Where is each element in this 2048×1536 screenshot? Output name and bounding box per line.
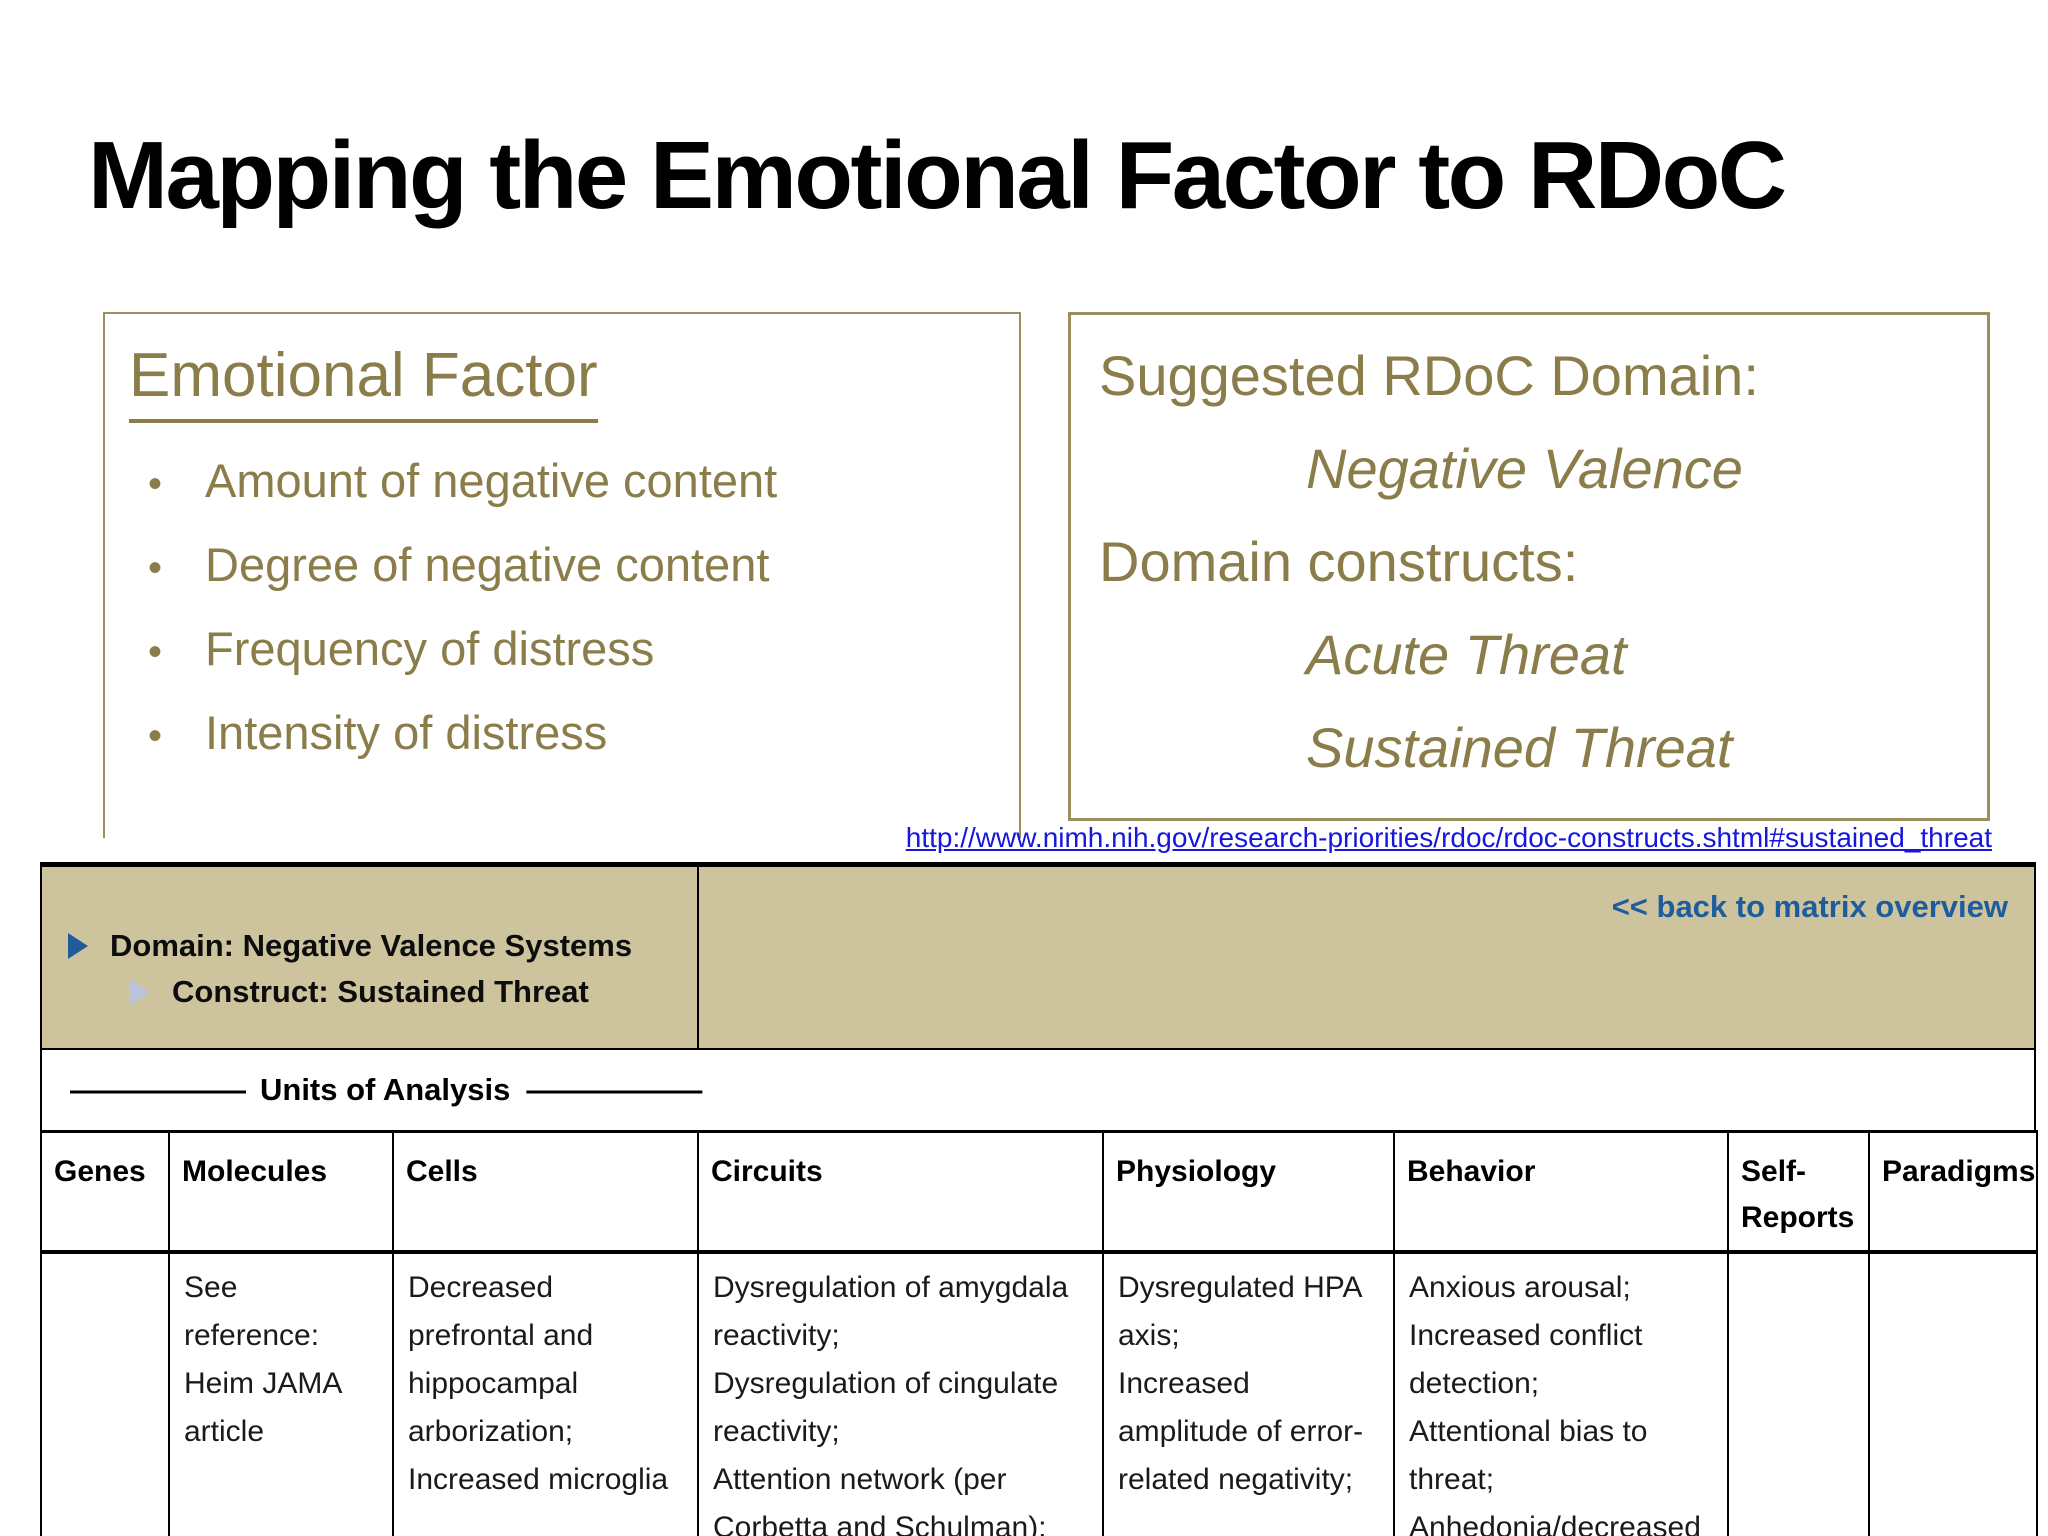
units-of-analysis-label: Units of Analysis	[260, 1072, 511, 1107]
rdoc-domain-line: Suggested RDoC Domain:	[1099, 344, 1759, 407]
list-item: • Intensity of distress	[105, 705, 1019, 789]
bullet-label: Amount of negative content	[205, 454, 778, 507]
construct-arrow-icon[interactable]	[130, 979, 150, 1005]
cell-line: Attention network (per	[713, 1462, 1007, 1496]
list-item: • Degree of negative content	[105, 537, 1019, 621]
bullet-icon: •	[147, 714, 162, 758]
cell-line: Anxious arousal;	[1409, 1270, 1631, 1304]
cell-line: Increased	[1118, 1366, 1250, 1400]
rdoc-construct-value: Sustained Threat	[1306, 716, 1733, 779]
rdoc-matrix-table: Domain: Negative Valence Systems Constru…	[40, 862, 2038, 1536]
matrix-band-right: << back to matrix overview	[699, 867, 2034, 1048]
back-to-matrix-link[interactable]: << back to matrix overview	[1611, 889, 2008, 924]
units-table: Genes Molecules Cells Circuits Physiolog…	[40, 1130, 2038, 1536]
rdoc-constructs-line: Domain constructs:	[1099, 530, 1579, 593]
rdoc-constructs-link[interactable]: http://www.nimh.nih.gov/research-priorit…	[905, 822, 1992, 853]
domain-label: Domain: Negative Valence Systems	[110, 928, 633, 963]
column-header-circuits: Circuits	[697, 1130, 1104, 1254]
page-title: Mapping the Emotional Factor to RDoC	[88, 122, 1787, 229]
cell-line: hippocampal	[408, 1366, 579, 1400]
matrix-domain-panel: Domain: Negative Valence Systems Constru…	[42, 867, 699, 1048]
cell-self-reports	[1727, 1250, 1870, 1536]
cell-line: reference:	[184, 1318, 320, 1352]
cell-line: related negativity;	[1118, 1462, 1354, 1496]
cell-molecules: See reference: Heim JAMA article	[168, 1250, 394, 1536]
bullet-icon: •	[147, 546, 162, 590]
emotional-factor-heading: Emotional Factor	[129, 340, 598, 423]
bullet-icon: •	[147, 630, 162, 674]
table-row: See reference: Heim JAMA article Decreased p…	[40, 1250, 2038, 1536]
rdoc-domain-box: Suggested RDoC Domain: Negative Valence …	[1068, 312, 1990, 821]
bullet-icon: •	[147, 462, 162, 506]
units-dash-left: ——————	[70, 1072, 246, 1107]
emotional-factor-bullet-list: • Amount of negative content • Degree of…	[105, 453, 1019, 789]
bullet-label: Intensity of distress	[205, 706, 608, 759]
column-header-self-reports: Self-Reports	[1727, 1130, 1870, 1254]
cell-line: Decreased	[408, 1270, 554, 1304]
cell-line: threat;	[1409, 1462, 1495, 1496]
column-header-molecules: Molecules	[168, 1130, 394, 1254]
cell-line: axis;	[1118, 1318, 1180, 1352]
rdoc-domain-value: Negative Valence	[1306, 437, 1743, 500]
cell-line: Dysregulation of amygdala	[713, 1270, 1069, 1304]
matrix-header-band: Domain: Negative Valence Systems Constru…	[40, 862, 2036, 1050]
cell-line: Heim JAMA	[184, 1366, 343, 1400]
cell-line: See	[184, 1270, 238, 1304]
cell-cells: Decreased prefrontal and hippocampal arbori…	[392, 1250, 699, 1536]
cell-line: Increased microglia	[408, 1462, 669, 1496]
units-dash-right: ——————	[526, 1072, 702, 1107]
cell-genes	[40, 1250, 170, 1536]
units-of-analysis-row: —————— Units of Analysis ——————	[40, 1050, 2036, 1130]
cell-line: reactivity;	[713, 1318, 840, 1352]
construct-label: Construct: Sustained Threat	[172, 974, 589, 1009]
cell-line: amplitude of error-	[1118, 1414, 1364, 1448]
column-header-behavior: Behavior	[1393, 1130, 1729, 1254]
table-header-row: Genes Molecules Cells Circuits Physiolog…	[40, 1130, 2038, 1254]
cell-line: Anhedonia/decreased	[1409, 1510, 1701, 1536]
list-item: • Frequency of distress	[105, 621, 1019, 705]
emotional-factor-box: Emotional Factor • Amount of negative co…	[103, 312, 1021, 838]
bullet-label: Degree of negative content	[205, 538, 770, 591]
cell-line: arborization;	[408, 1414, 574, 1448]
cell-circuits: Dysregulation of amygdala reactivity; Dysr…	[697, 1250, 1104, 1536]
domain-arrow-icon[interactable]	[68, 933, 88, 959]
cell-behavior: Anxious arousal; Increased conflict detect…	[1393, 1250, 1729, 1536]
cell-physiology: Dysregulated HPA axis; Increased amplitude …	[1102, 1250, 1395, 1536]
domain-row[interactable]: Domain: Negative Valence Systems	[42, 923, 697, 969]
cell-line: prefrontal and	[408, 1318, 594, 1352]
bullet-label: Frequency of distress	[205, 622, 655, 675]
cell-line: Corbetta and Schulman);	[713, 1510, 1047, 1536]
construct-row[interactable]: Construct: Sustained Threat	[42, 969, 697, 1015]
cell-line: Dysregulated HPA	[1118, 1270, 1363, 1304]
cell-line: article	[184, 1414, 265, 1448]
column-header-physiology: Physiology	[1102, 1130, 1395, 1254]
cell-line: reactivity;	[713, 1414, 840, 1448]
rdoc-construct-value: Acute Threat	[1306, 623, 1627, 686]
cell-line: Dysregulation of cingulate	[713, 1366, 1059, 1400]
column-header-paradigms: Paradigms	[1868, 1130, 2038, 1254]
column-header-genes: Genes	[40, 1130, 170, 1254]
list-item: • Amount of negative content	[105, 453, 1019, 537]
cell-line: detection;	[1409, 1366, 1540, 1400]
cell-line: Attentional bias to	[1409, 1414, 1648, 1448]
cell-paradigms	[1868, 1250, 2038, 1536]
column-header-cells: Cells	[392, 1130, 699, 1254]
cell-line: Increased conflict	[1409, 1318, 1643, 1352]
